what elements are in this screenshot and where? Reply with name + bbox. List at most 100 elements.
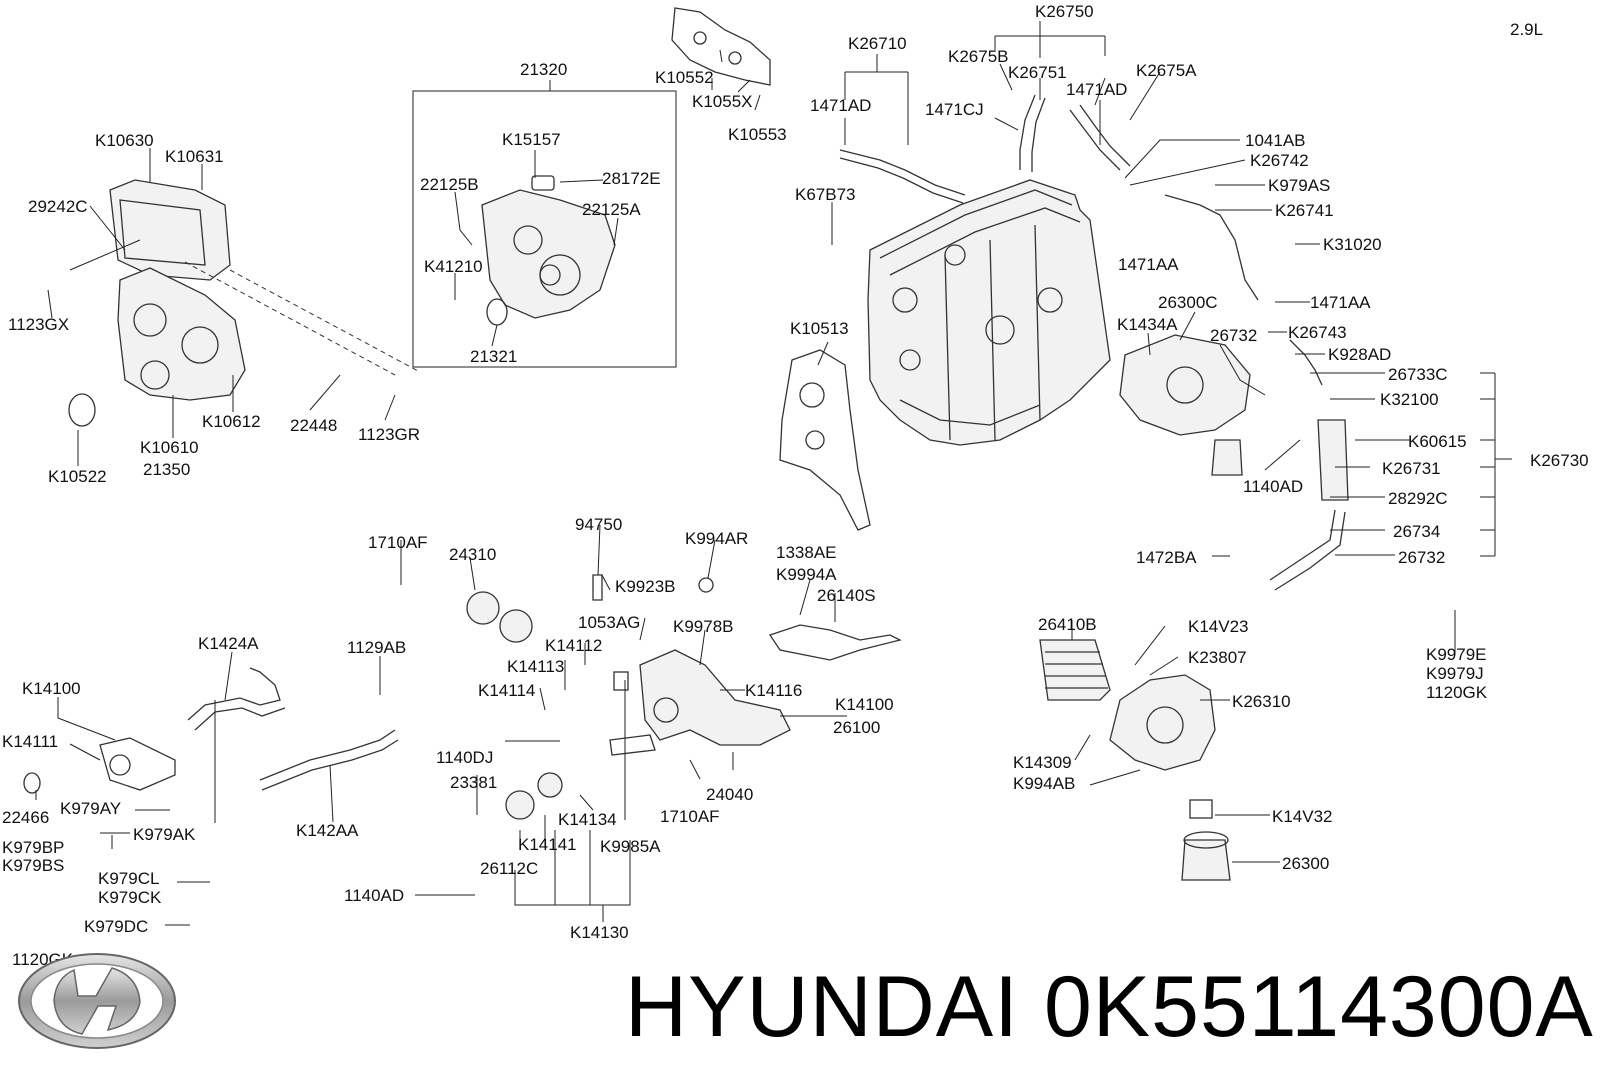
part-label: K979AY bbox=[60, 799, 121, 818]
part-label: K979CK bbox=[98, 888, 162, 907]
part-label: K31020 bbox=[1323, 235, 1382, 254]
timing-cover-drawing bbox=[68, 179, 421, 427]
oil-pickup-drawing bbox=[23, 667, 399, 794]
part-label: K142AA bbox=[296, 821, 359, 840]
part-label: 21320 bbox=[520, 60, 567, 79]
part-label: K26751 bbox=[1008, 63, 1067, 82]
front-gasket-drawing bbox=[779, 349, 871, 531]
part-label: 1710AF bbox=[368, 533, 428, 552]
part-label: K10522 bbox=[48, 467, 107, 486]
part-label: 1053AG bbox=[578, 613, 640, 632]
part-label: K26731 bbox=[1382, 459, 1441, 478]
part-label: K32100 bbox=[1380, 390, 1439, 409]
part-label: K10612 bbox=[202, 412, 261, 431]
part-label: 28292C bbox=[1388, 489, 1448, 508]
part-label: K67B73 bbox=[795, 185, 856, 204]
part-label: 1471AA bbox=[1310, 293, 1371, 312]
part-label: K1434A bbox=[1117, 315, 1178, 334]
part-label: 26733C bbox=[1388, 365, 1448, 384]
part-label: 1129AB bbox=[347, 638, 406, 657]
front-cover-drawing bbox=[481, 175, 616, 326]
part-label: K1055X bbox=[692, 92, 753, 111]
part-label: K9978B bbox=[673, 617, 734, 636]
part-label: K26310 bbox=[1232, 692, 1291, 711]
part-label: K14114 bbox=[478, 681, 535, 700]
part-label: 24310 bbox=[449, 545, 496, 564]
part-label: K10553 bbox=[728, 125, 787, 144]
part-label: 1338AE bbox=[776, 543, 837, 562]
part-label: 26140S bbox=[817, 586, 876, 605]
part-label: K26710 bbox=[848, 34, 907, 53]
part-label: 29242C bbox=[28, 197, 88, 216]
top-gasket-drawing bbox=[671, 7, 771, 86]
part-label: K9923B bbox=[615, 577, 676, 596]
part-label: K26730 bbox=[1530, 451, 1589, 470]
part-label: K2675A bbox=[1136, 61, 1197, 80]
part-label: K14130 bbox=[570, 923, 629, 942]
part-label: 1471AA bbox=[1118, 255, 1179, 274]
part-label: 1140AD bbox=[344, 886, 404, 905]
part-label: K41210 bbox=[424, 257, 483, 276]
part-label: 21321 bbox=[470, 347, 517, 366]
part-label: K9985A bbox=[600, 837, 661, 856]
brand-name: HYUNDAI bbox=[625, 959, 1020, 1055]
part-label: K979DC bbox=[84, 917, 148, 936]
part-label: K26741 bbox=[1275, 201, 1334, 220]
part-label: 26112C bbox=[480, 859, 538, 878]
part-label: K14116 bbox=[745, 681, 802, 700]
part-label: K10552 bbox=[655, 68, 714, 87]
part-label: K928AD bbox=[1328, 345, 1391, 364]
part-label: 1471AD bbox=[1066, 80, 1127, 99]
part-label: 1710AF bbox=[660, 807, 720, 826]
part-label: K979AS bbox=[1268, 176, 1330, 195]
part-label: K2675B bbox=[948, 47, 1009, 66]
part-label: 1041AB bbox=[1245, 131, 1306, 150]
part-label: K14V32 bbox=[1272, 807, 1333, 826]
part-label: K14112 bbox=[545, 636, 602, 655]
part-label: 1123GR bbox=[358, 425, 420, 444]
part-label: 1471AD bbox=[810, 96, 871, 115]
part-label: 26300 bbox=[1282, 854, 1329, 873]
part-label: K10630 bbox=[95, 131, 154, 150]
part-label: K1424A bbox=[198, 634, 259, 653]
part-label: K979CL bbox=[98, 869, 159, 888]
part-label: K994AB bbox=[1013, 774, 1075, 793]
part-label: K10631 bbox=[165, 147, 224, 166]
part-label: K14100 bbox=[22, 679, 81, 698]
part-label: K14V23 bbox=[1188, 617, 1249, 636]
part-label: 1471CJ bbox=[925, 100, 984, 119]
front-cover-box bbox=[412, 90, 677, 368]
brand-part-number: HYUNDAI 0K55114300A bbox=[625, 958, 1594, 1057]
part-label: K979AK bbox=[133, 825, 196, 844]
part-label: K979BP bbox=[2, 838, 64, 857]
part-labels: K26750 2.9L K26710 K2675B K26751 K2675A … bbox=[2, 2, 1589, 969]
part-label: 1140AD bbox=[1243, 477, 1303, 496]
part-label: K979BS bbox=[2, 856, 64, 875]
part-label: 1140DJ bbox=[436, 748, 493, 767]
part-label: 26300C bbox=[1158, 293, 1218, 312]
leader-lines bbox=[35, 21, 1512, 959]
part-label: 22125A bbox=[582, 200, 641, 219]
part-label: K14141 bbox=[518, 835, 577, 854]
part-label: K26750 bbox=[1035, 2, 1094, 21]
variant-label: 2.9L bbox=[1510, 20, 1543, 39]
oil-filter-module-drawing bbox=[1119, 334, 1349, 501]
part-label: 1472BA bbox=[1136, 548, 1197, 567]
part-label: 28172E bbox=[602, 169, 661, 188]
oil-cooler-drawing bbox=[1039, 639, 1231, 881]
part-label: K9979E bbox=[1426, 645, 1487, 664]
part-label: 26732 bbox=[1210, 326, 1257, 345]
part-label: K26743 bbox=[1288, 323, 1347, 342]
part-label: 22125B bbox=[420, 175, 479, 194]
engine-block-drawing bbox=[867, 179, 1111, 446]
part-label: K23807 bbox=[1188, 648, 1247, 667]
part-label: K60615 bbox=[1408, 432, 1467, 451]
part-label: 1120GK bbox=[1426, 683, 1488, 702]
oil-pump-drawing bbox=[466, 574, 902, 820]
part-label: K14111 bbox=[2, 732, 58, 751]
part-label: K994AR bbox=[685, 529, 748, 548]
part-number: 0K55114300A bbox=[1043, 959, 1594, 1055]
part-label: 26732 bbox=[1398, 548, 1445, 567]
part-label: K26742 bbox=[1250, 151, 1309, 170]
